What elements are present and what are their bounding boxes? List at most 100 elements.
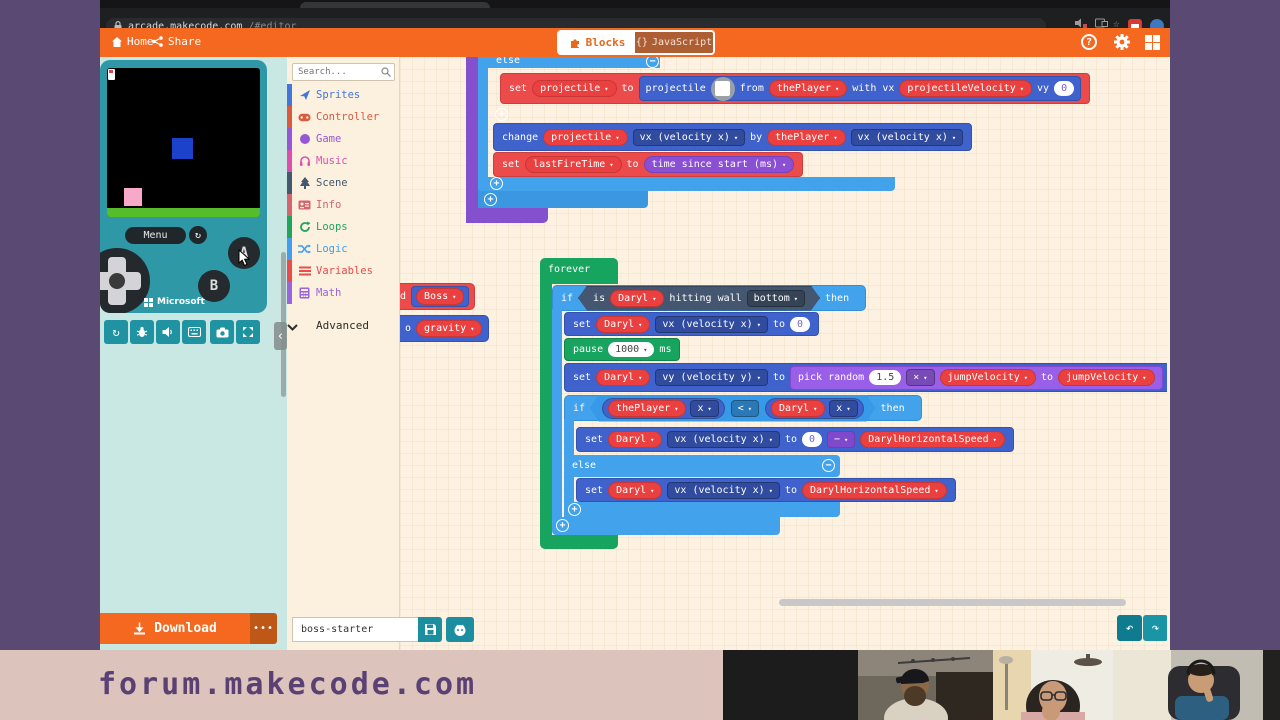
variable-dropdown[interactable]: jumpVelocity	[1058, 369, 1155, 386]
variable-dropdown[interactable]: thePlayer	[767, 128, 846, 146]
sim-reset-button[interactable]: ↻	[104, 320, 128, 344]
if-compare-block[interactable]: if thePlayer x < Daryl x then	[564, 395, 922, 421]
pick-random-block[interactable]: pick random 1.5 × jumpVelocity to jumpVe…	[789, 365, 1163, 390]
pause-duration-dropdown[interactable]: 1000	[608, 342, 655, 357]
toolbox-category-music[interactable]: Music	[287, 150, 400, 172]
button-b[interactable]: B	[198, 270, 230, 302]
else2-bar[interactable]	[564, 455, 840, 477]
property-dropdown[interactable]: vx (velocity x)	[632, 128, 746, 146]
variable-dropdown[interactable]: DarylHorizontalSpeed	[801, 481, 947, 499]
variable-dropdown[interactable]: Daryl	[596, 369, 651, 386]
projectile-from-block[interactable]: projectile from thePlayer with vx projec…	[638, 76, 1082, 101]
forever-block-header[interactable]	[540, 258, 618, 284]
toolbox-category-info[interactable]: Info	[287, 194, 400, 216]
sprite-x-property[interactable]: Daryl x	[765, 398, 864, 419]
project-name-input[interactable]	[292, 617, 418, 642]
expand-plus-button[interactable]: +	[556, 519, 569, 532]
sim-fullscreen-button[interactable]	[236, 320, 260, 344]
apps-grid-icon[interactable]	[1145, 35, 1160, 50]
if-hitting-wall-block[interactable]: if is Daryl hitting wall bottom then	[552, 285, 867, 311]
property-dropdown[interactable]: vx (velocity x)	[667, 481, 780, 499]
set-projectile-block[interactable]: set projectile to projectile from thePla…	[500, 73, 1091, 104]
if2-bottom-bar[interactable]	[564, 502, 840, 517]
property-dropdown[interactable]: vx (velocity x)	[667, 431, 780, 448]
operator-dropdown[interactable]: −	[827, 431, 856, 448]
save-button[interactable]	[418, 617, 442, 642]
variable-dropdown[interactable]: Daryl	[608, 431, 663, 448]
variable-dropdown[interactable]: projectile	[543, 128, 628, 146]
variable-dropdown[interactable]: Daryl	[608, 481, 663, 499]
variable-dropdown[interactable]: gravity	[416, 320, 483, 337]
workspace-horizontal-scrollbar[interactable]	[779, 599, 1126, 606]
operator-dropdown[interactable]: <	[731, 400, 759, 417]
variable-dropdown[interactable]: Daryl	[610, 290, 664, 307]
function-block-spine[interactable]	[466, 57, 478, 223]
if1-bottom-bar[interactable]	[552, 517, 780, 535]
toolbox-category-scene[interactable]: Scene	[287, 172, 400, 194]
set-daryl-vx-negative-block[interactable]: set Daryl vx (velocity x) to 0 − DarylHo…	[576, 427, 1014, 452]
javascript-toggle-button[interactable]: {} JavaScript	[635, 32, 713, 53]
variable-dropdown[interactable]: projectileVelocity	[899, 80, 1033, 97]
share-button[interactable]: Share	[152, 35, 201, 48]
variable-dropdown[interactable]: Boss	[416, 288, 465, 305]
is-hitting-wall-condition[interactable]: is Daryl hitting wall bottom	[578, 286, 820, 311]
redo-button[interactable]: ↷	[1143, 615, 1167, 641]
axis-dropdown[interactable]: x	[829, 400, 857, 417]
property-dropdown[interactable]: vy (velocity y)	[655, 369, 768, 386]
sim-collapse-button[interactable]: ‹	[274, 322, 287, 350]
sim-keyboard-button[interactable]	[182, 320, 206, 344]
function-block-bottom[interactable]	[466, 207, 548, 223]
download-button[interactable]: Download	[100, 613, 250, 644]
number-input[interactable]: 0	[801, 432, 822, 447]
collapse-minus-button[interactable]: −	[646, 57, 659, 68]
pause-block[interactable]: pause 1000 ms	[564, 338, 681, 361]
operator-dropdown[interactable]: ×	[906, 369, 935, 386]
expand-plus-button[interactable]: +	[490, 177, 503, 190]
property-dropdown[interactable]: vx (velocity x)	[850, 128, 964, 146]
sprite-image-chip[interactable]	[710, 76, 735, 101]
else-header-bar[interactable]	[478, 57, 660, 68]
sim-sound-button[interactable]	[156, 320, 180, 344]
sprite-x-property[interactable]: thePlayer x	[602, 398, 725, 419]
wall-side-dropdown[interactable]: bottom	[747, 290, 805, 307]
toolbox-category-variables[interactable]: Variables	[287, 260, 400, 282]
variable-dropdown[interactable]: Daryl	[596, 315, 651, 333]
sim-menu-button[interactable]: Menu	[125, 227, 186, 244]
number-input[interactable]: 0	[1054, 81, 1075, 96]
variable-dropdown[interactable]: projectile	[532, 80, 617, 97]
number-input[interactable]: 1.5	[869, 370, 902, 385]
event-block-bottom[interactable]	[478, 191, 648, 208]
variable-dropdown[interactable]: lastFireTime	[525, 156, 622, 173]
change-projectile-vx-block[interactable]: change projectile vx (velocity x) by the…	[493, 123, 973, 151]
variable-dropdown[interactable]: thePlayer	[768, 80, 848, 97]
expand-plus-button[interactable]: +	[495, 108, 508, 121]
toolbox-category-game[interactable]: Game	[287, 128, 400, 150]
home-button[interactable]: Home	[112, 35, 154, 48]
comparison-condition[interactable]: thePlayer x < Daryl x	[590, 395, 875, 422]
settings-button[interactable]	[1113, 33, 1131, 55]
variable-dropdown[interactable]: jumpVelocity	[939, 369, 1036, 386]
expand-plus-button[interactable]: +	[568, 503, 581, 516]
toolbox-advanced-toggle[interactable]: Advanced	[287, 314, 400, 336]
set-daryl-vy-block[interactable]: set Daryl vy (velocity y) to pick random…	[564, 363, 1167, 392]
browser-tab[interactable]	[300, 2, 490, 8]
collapse-minus-button[interactable]: −	[822, 459, 835, 472]
dpad[interactable]	[100, 248, 150, 313]
set-daryl-vx-positive-block[interactable]: set Daryl vx (velocity x) to DarylHorizo…	[576, 478, 956, 502]
time-since-start-block[interactable]: time since start (ms)	[643, 156, 795, 173]
blocks-toggle-button[interactable]: Blocks	[559, 32, 636, 53]
variable-dropdown[interactable]: DarylHorizontalSpeed	[860, 431, 1005, 448]
variable-dropdown[interactable]: Daryl	[771, 400, 825, 417]
github-button[interactable]	[446, 617, 474, 642]
number-input[interactable]: 0	[789, 316, 810, 332]
sim-debug-button[interactable]	[130, 320, 154, 344]
forever-block-bottom[interactable]	[540, 535, 618, 549]
toolbox-category-logic[interactable]: Logic	[287, 238, 400, 260]
toolbox-category-sprites[interactable]: Sprites	[287, 84, 400, 106]
sim-restart-button[interactable]: ↻	[189, 226, 207, 244]
download-more-button[interactable]: •••	[250, 613, 277, 644]
sim-screenshot-button[interactable]	[210, 320, 234, 344]
set-lastfiretime-block[interactable]: set lastFireTime to time since start (ms…	[493, 152, 804, 177]
undo-button[interactable]: ↶	[1117, 615, 1142, 641]
fragment-gravity-block[interactable]: o gravity	[400, 315, 490, 342]
